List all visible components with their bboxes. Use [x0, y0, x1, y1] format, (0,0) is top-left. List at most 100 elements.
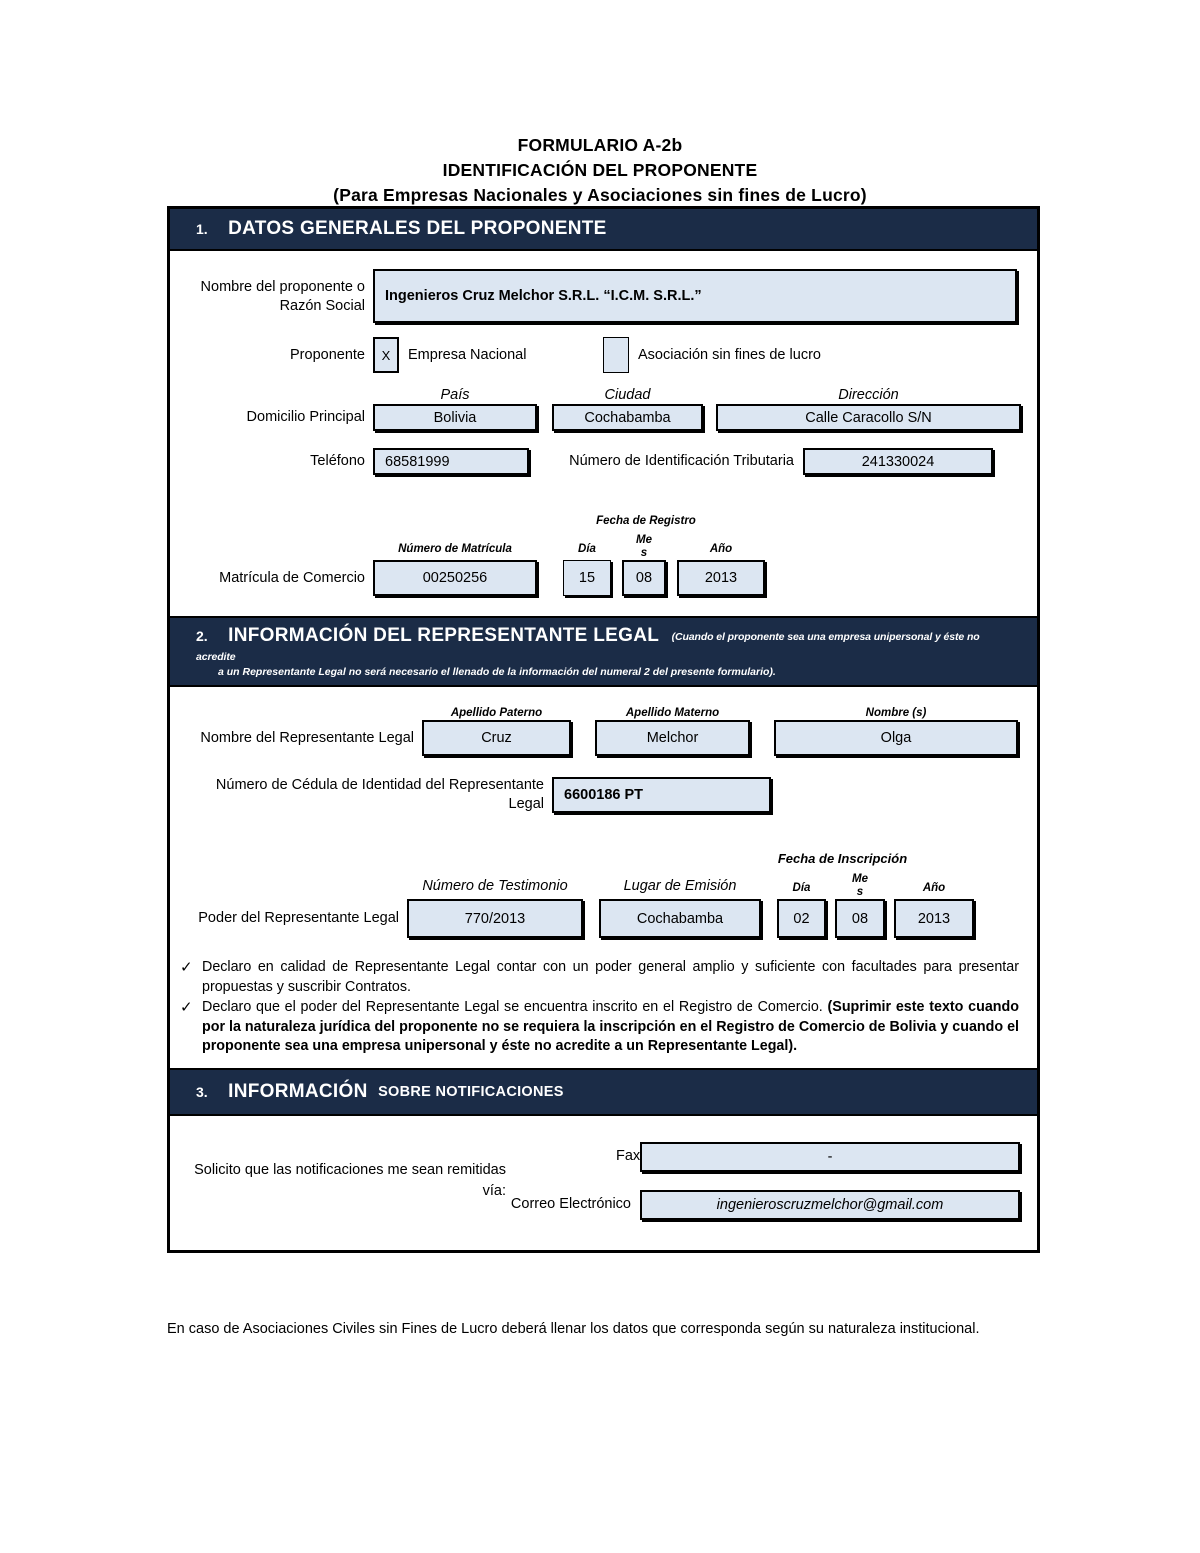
anio-caption-s1: Año — [709, 543, 733, 555]
section-3-title-strong: INFORMACIÓN — [228, 1080, 368, 1102]
dia-caption-s2: Día — [792, 882, 811, 894]
anio-caption-s2: Año — [922, 882, 946, 894]
direccion-caption: Dirección — [838, 387, 899, 403]
row-telefono-nit: Teléfono 68581999 Número de Identificaci… — [184, 448, 1023, 475]
footnote-text: En caso de Asociaciones Civiles sin Fine… — [167, 1321, 980, 1337]
section-3-body: Fax - Correo Electrónico ingenieroscruzm… — [170, 1116, 1037, 1250]
lugar-emision-caption: Lugar de Emisión — [623, 878, 737, 894]
nombres-field[interactable]: Olga — [774, 720, 1018, 756]
section-3-number: 3. — [196, 1083, 208, 1100]
row-fecha-registro-caption: Fecha de Registro — [184, 515, 1023, 528]
ciudad-field[interactable]: Cochabamba — [552, 404, 703, 431]
declaration-2-text: Declaro que el poder del Representante L… — [202, 998, 1019, 1057]
row-proponente-tipo: Proponente X Empresa Nacional Asociación… — [184, 337, 1023, 373]
pais-field[interactable]: Bolivia — [373, 404, 537, 431]
row-representante-nombre: Nombre del Representante Legal Cruz Melc… — [184, 720, 1023, 756]
section-3-title-rest: SOBRE NOTIFICACIONES — [378, 1083, 564, 1100]
representante-nombre-label: Nombre del Representante Legal — [200, 729, 414, 746]
row-matricula-captions: Número de Matrícula Día Me s Año — [184, 528, 1023, 560]
apellido-paterno-field[interactable]: Cruz — [422, 720, 571, 756]
dia-caption-s1: Día — [578, 543, 596, 555]
matricula-field[interactable]: 00250256 — [373, 560, 537, 596]
section-1-body: Nombre del proponente o Razón Social Ing… — [170, 251, 1037, 616]
fax-label: Fax — [616, 1148, 641, 1164]
nit-field[interactable]: 241330024 — [803, 448, 993, 475]
apellido-materno-field[interactable]: Melchor — [595, 720, 750, 756]
lugar-emision-field[interactable]: Cochabamba — [599, 899, 761, 938]
mes-field-s1[interactable]: 08 — [622, 560, 666, 596]
dia-field-s2[interactable]: 02 — [777, 899, 826, 938]
row-poder-captions: Número de Testimonio Lugar de Emisión Dí… — [184, 865, 1023, 899]
mes-caption-s1: Me s — [636, 534, 652, 559]
direccion-field[interactable]: Calle Caracollo S/N — [716, 404, 1021, 431]
section-2-body: Apellido Paterno Apellido Materno Nombre… — [170, 687, 1037, 952]
row-cedula: Número de Cédula de Identidad del Repres… — [184, 776, 1023, 814]
anio-field-s1[interactable]: 2013 — [677, 560, 765, 596]
row-poder: Poder del Representante Legal 770/2013 C… — [184, 899, 1023, 952]
row-correo: Correo Electrónico ingenieroscruzmelchor… — [184, 1189, 1023, 1220]
check-icon: ✓ — [180, 959, 193, 976]
dia-field-s1[interactable]: 15 — [563, 560, 611, 596]
razon-social-field[interactable]: Ingenieros Cruz Melchor S.R.L. “I.C.M. S… — [373, 269, 1017, 323]
check-icon: ✓ — [180, 999, 193, 1016]
declaration-item-1: ✓ Declaro en calidad de Representante Le… — [180, 958, 1019, 997]
cedula-label: Número de Cédula de Identidad del Repres… — [215, 777, 544, 812]
fax-field[interactable]: - — [640, 1141, 1020, 1172]
section-1-title: DATOS GENERALES DEL PROPONENTE — [228, 218, 607, 239]
row-razon-social: Nombre del proponente o Razón Social Ing… — [184, 269, 1023, 323]
mes-field-s2[interactable]: 08 — [835, 899, 885, 938]
checkbox-asociacion-sin-fines[interactable] — [603, 337, 629, 373]
matricula-label: Matrícula de Comercio — [219, 569, 365, 586]
title-line-1: FORMULARIO A-2b — [517, 135, 683, 155]
row-domicilio: Domicilio Principal Bolivia Cochabamba C… — [184, 404, 1023, 431]
row-representante-captions: Apellido Paterno Apellido Materno Nombre… — [184, 707, 1023, 720]
row-domicilio-captions: País Ciudad Dirección — [184, 387, 1023, 404]
declaration-item-2: ✓ Declaro que el poder del Representante… — [180, 998, 1019, 1057]
fecha-inscripcion-caption: Fecha de Inscripción — [777, 851, 908, 866]
cedula-field[interactable]: 6600186 PT — [552, 777, 771, 813]
nit-label: Número de Identificación Tributaria — [569, 453, 794, 469]
apellido-materno-caption: Apellido Materno — [625, 707, 720, 719]
ciudad-caption: Ciudad — [604, 387, 651, 403]
row-matricula: Matrícula de Comercio 00250256 15 08 201… — [184, 560, 1023, 596]
pais-caption: País — [440, 387, 470, 403]
declarations-list: ✓ Declaro en calidad de Representante Le… — [170, 952, 1037, 1068]
section-1-number: 1. — [196, 221, 208, 237]
domicilio-label: Domicilio Principal — [246, 409, 365, 425]
checkbox-asociacion-sin-fines-label: Asociación sin fines de lucro — [638, 346, 821, 363]
checkbox-empresa-nacional-label: Empresa Nacional — [408, 346, 527, 363]
correo-field[interactable]: ingenieroscruzmelchor@gmail.com — [640, 1189, 1020, 1220]
proponente-label: Proponente — [290, 346, 365, 363]
apellido-paterno-caption: Apellido Paterno — [450, 707, 543, 719]
declaration-2-bold: (Suprimir este texto cuando por la natur… — [202, 999, 1020, 1054]
poder-label: Poder del Representante Legal — [198, 910, 399, 926]
solicito-label: Solicito que las notificaciones me sean … — [194, 1161, 506, 1199]
anio-field-s2[interactable]: 2013 — [894, 899, 974, 938]
section-2-note-line-1: (Cuando el proponente sea una empresa un… — [196, 631, 980, 663]
document-title: FORMULARIO A-2b IDENTIFICACIÓN DEL PROPO… — [0, 133, 1200, 208]
correo-label: Correo Electrónico — [510, 1196, 631, 1212]
section-2-title: INFORMACIÓN DEL REPRESENTANTE LEGAL — [228, 625, 660, 646]
matricula-caption: Número de Matrícula — [398, 543, 512, 555]
testimonio-field[interactable]: 770/2013 — [407, 899, 583, 938]
title-line-3: (Para Empresas Nacionales y Asociaciones… — [333, 185, 867, 205]
telefono-field[interactable]: 68581999 — [373, 448, 529, 475]
section-2-number: 2. — [196, 628, 208, 644]
telefono-label: Teléfono — [310, 453, 365, 469]
section-2-note-line-2: a un Representante Legal no será necesar… — [218, 666, 776, 678]
row-fecha-inscripcion-caption: Fecha de Inscripción — [184, 852, 1023, 865]
mes-caption-s2: Me s — [852, 873, 868, 898]
checkbox-empresa-nacional[interactable]: X — [373, 337, 399, 373]
declaration-1-text: Declaro en calidad de Representante Lega… — [202, 959, 1019, 995]
form-container: 1. DATOS GENERALES DEL PROPONENTE Nombre… — [167, 206, 1040, 1253]
testimonio-caption: Número de Testimonio — [422, 878, 568, 894]
fecha-registro-caption: Fecha de Registro — [596, 515, 696, 527]
declaration-2-normal: Declaro que el poder del Representante L… — [202, 999, 828, 1015]
section-1-header: 1. DATOS GENERALES DEL PROPONENTE — [170, 209, 1037, 251]
section-2-header: 2. INFORMACIÓN DEL REPRESENTANTE LEGAL (… — [170, 616, 1037, 687]
row-fax: Fax - — [184, 1141, 1023, 1172]
title-line-2: IDENTIFICACIÓN DEL PROPONENTE — [442, 160, 758, 180]
razon-social-label: Nombre del proponente o Razón Social — [200, 279, 365, 314]
nombres-caption: Nombre (s) — [865, 707, 927, 719]
